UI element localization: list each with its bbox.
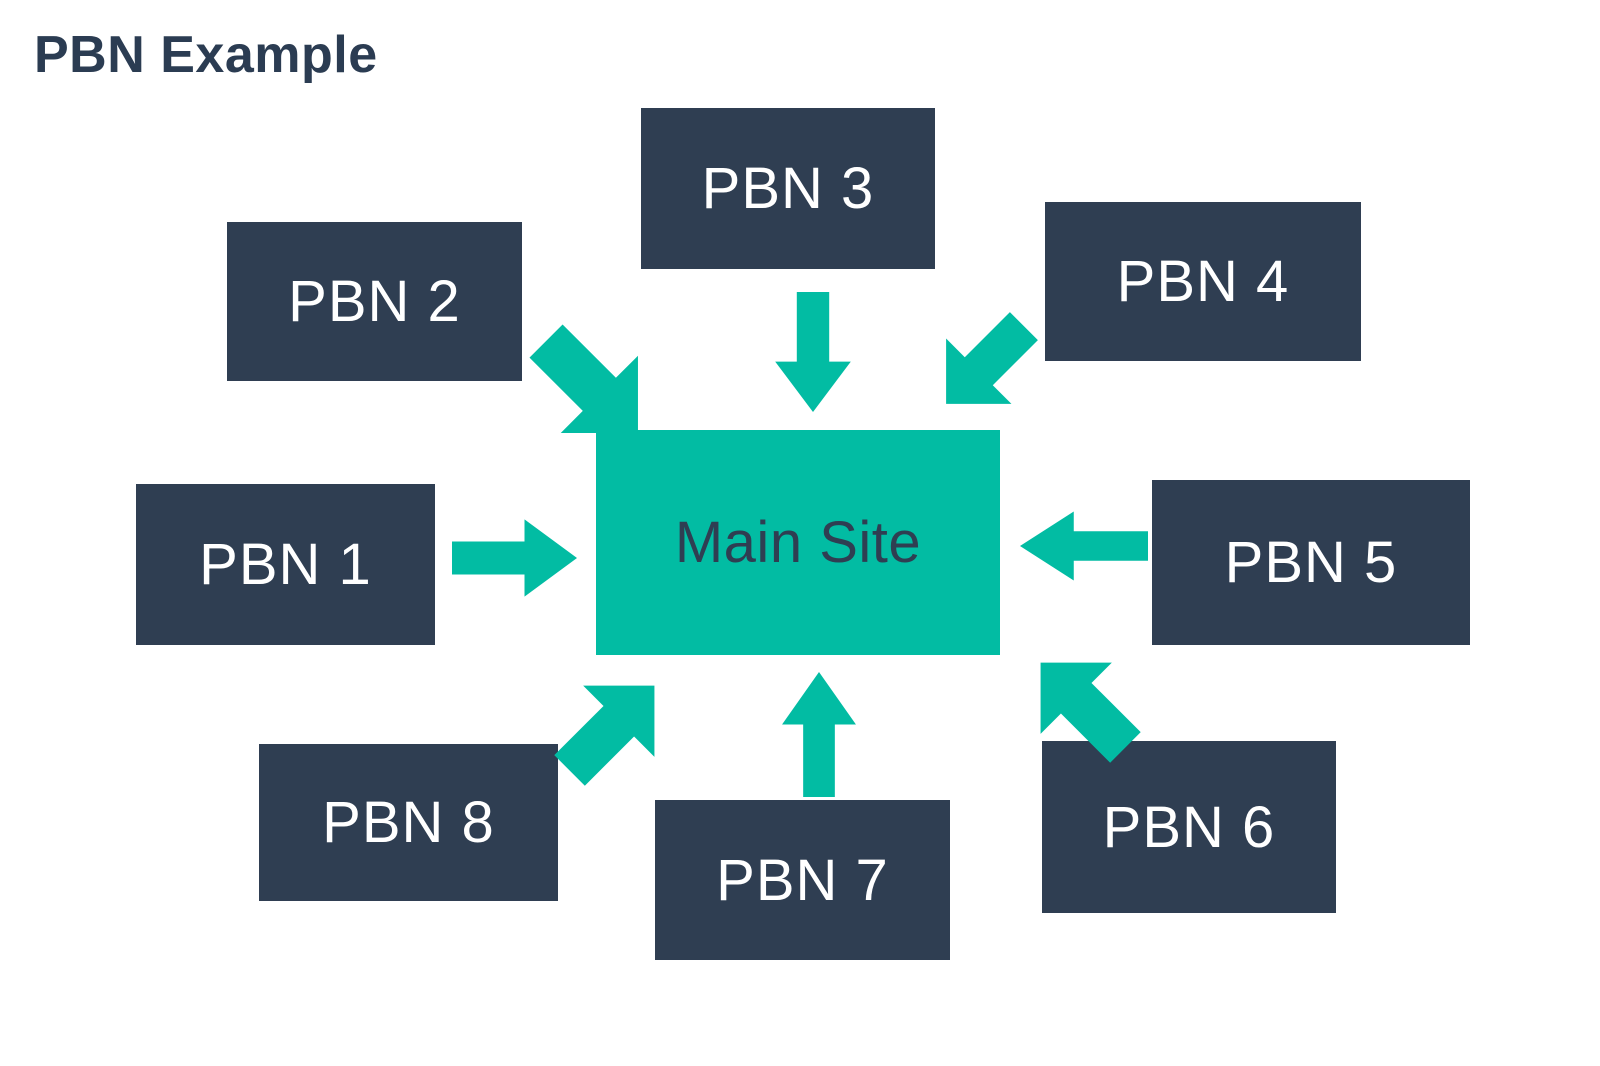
arrow-up-icon: [775, 672, 863, 797]
pbn-node-2[interactable]: PBN 2: [227, 222, 522, 381]
arrow-down-right-icon: [527, 322, 657, 452]
pbn-node-7[interactable]: PBN 7: [655, 800, 950, 960]
pbn-node-label: PBN 5: [1224, 530, 1398, 595]
pbn-node-label: PBN 4: [1116, 249, 1290, 314]
pbn-node-8[interactable]: PBN 8: [259, 744, 558, 901]
pbn-node-label: PBN 3: [701, 156, 875, 221]
hub-node-main-site[interactable]: Main Site: [596, 430, 1000, 655]
pbn-node-5[interactable]: PBN 5: [1152, 480, 1470, 645]
hub-node-label: Main Site: [674, 510, 922, 575]
arrow-down-left-icon: [930, 310, 1040, 420]
pbn-node-label: PBN 1: [199, 532, 372, 597]
arrow-up-right-icon: [552, 668, 672, 788]
pbn-node-1[interactable]: PBN 1: [136, 484, 435, 645]
pbn-node-4[interactable]: PBN 4: [1045, 202, 1361, 361]
page-title: PBN Example: [34, 26, 378, 84]
pbn-node-label: PBN 6: [1102, 794, 1276, 860]
arrow-left-icon: [1020, 505, 1148, 587]
pbn-node-6[interactable]: PBN 6: [1042, 741, 1336, 913]
pbn-node-3[interactable]: PBN 3: [641, 108, 935, 269]
arrow-right-icon: [452, 512, 577, 604]
arrow-up-left-icon: [1023, 645, 1143, 765]
pbn-node-label: PBN 2: [288, 269, 461, 334]
pbn-node-label: PBN 8: [322, 790, 495, 855]
arrow-down-icon: [768, 292, 858, 412]
pbn-node-label: PBN 7: [716, 847, 889, 913]
